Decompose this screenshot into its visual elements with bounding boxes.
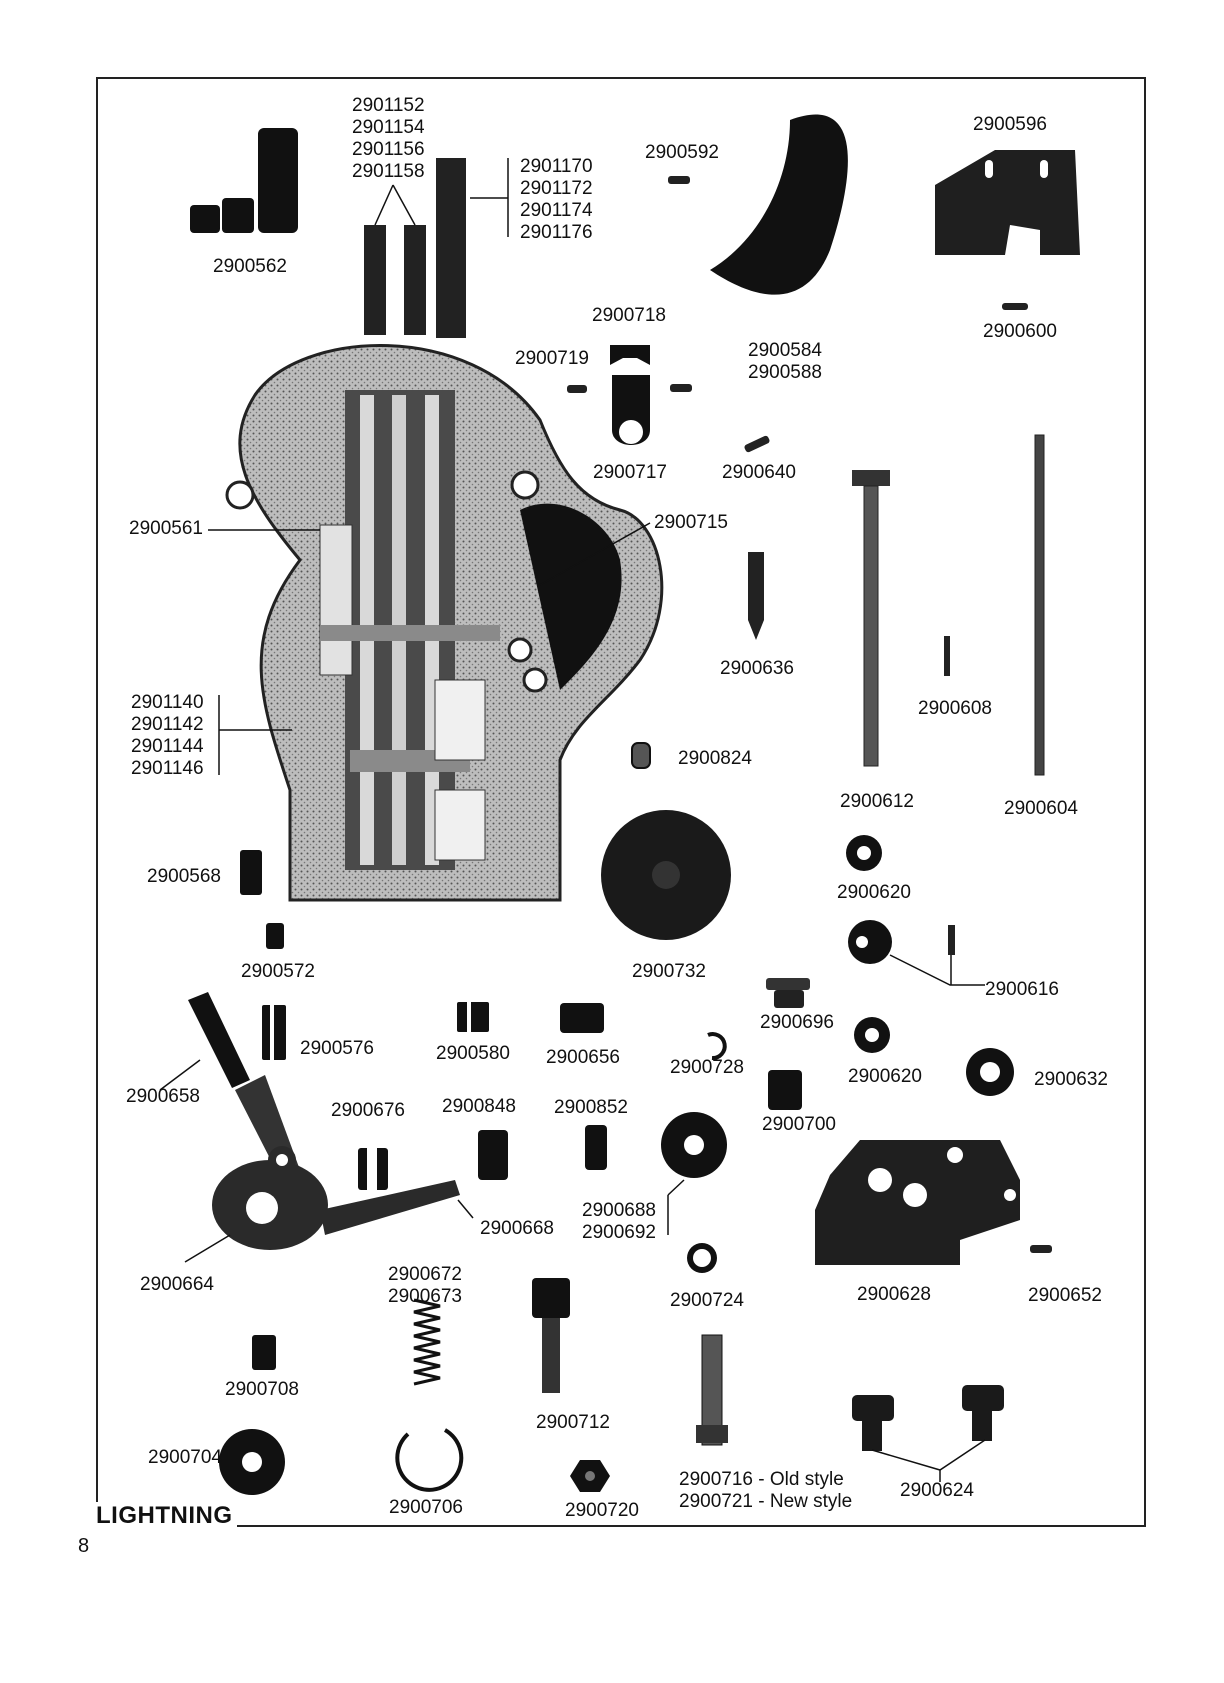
label-2900612: 2900612	[840, 791, 914, 812]
set-screw-part	[631, 742, 651, 769]
pointed-pin-part	[748, 552, 764, 640]
label-2900620-b: 2900620	[848, 1066, 922, 1087]
label-2900604: 2900604	[1004, 798, 1078, 819]
brand-logo: LIGHTNING	[96, 1502, 237, 1530]
label-2900696: 2900696	[760, 1012, 834, 1033]
label-2900596: 2900596	[973, 114, 1047, 135]
label-2900640: 2900640	[722, 462, 796, 483]
label-2900852: 2900852	[554, 1097, 628, 1118]
label-2900561: 2900561	[129, 518, 203, 539]
spring-part	[413, 1298, 441, 1386]
label-2901170-group: 2901170 2901172 2901174 2901176	[520, 156, 593, 243]
deflector-part	[710, 114, 848, 295]
gear-plate-part	[815, 1140, 1020, 1265]
stud-part	[696, 1334, 728, 1446]
e-clip-part	[707, 1032, 727, 1060]
label-2900600: 2900600	[983, 321, 1057, 342]
snap-ring-part	[395, 1428, 464, 1492]
label-2900708: 2900708	[225, 1379, 299, 1400]
label-2900584-group: 2900584 2900588	[748, 340, 822, 383]
idler-gears-part	[852, 1385, 1004, 1451]
latch-plate-part	[612, 375, 650, 445]
label-2900688-group: 2900688 2900692	[582, 1200, 656, 1243]
label-2900728: 2900728	[670, 1057, 744, 1078]
label-2900706: 2900706	[389, 1497, 463, 1518]
lever-arm-part	[188, 992, 460, 1250]
label-2900572: 2900572	[241, 961, 315, 982]
label-2900672-group: 2900672 2900673	[388, 1264, 462, 1307]
label-2901140-group: 2901140 2901142 2901144 2901146	[131, 692, 204, 779]
label-2900624: 2900624	[900, 1480, 974, 1501]
label-2900715: 2900715	[654, 512, 728, 533]
label-2900628: 2900628	[857, 1284, 931, 1305]
label-2900616: 2900616	[985, 979, 1059, 1000]
label-2900576: 2900576	[300, 1038, 374, 1059]
label-2900719: 2900719	[515, 348, 589, 369]
label-2900652: 2900652	[1028, 1285, 1102, 1306]
page-number: 8	[78, 1535, 90, 1557]
disc-part	[601, 810, 731, 940]
mounting-plate-part	[935, 150, 1080, 255]
label-2900724: 2900724	[670, 1290, 744, 1311]
roll-pin-part	[944, 636, 950, 676]
small-gear-part	[560, 1003, 604, 1033]
label-2900824: 2900824	[678, 748, 752, 769]
flange-cap-part	[766, 978, 810, 1008]
label-2900592: 2900592	[645, 142, 719, 163]
label-2900676: 2900676	[331, 1100, 405, 1121]
label-2900718: 2900718	[592, 305, 666, 326]
diagram-frame	[96, 77, 1146, 1527]
label-2900732: 2900732	[632, 961, 706, 982]
label-2900668: 2900668	[480, 1218, 554, 1239]
label-2900608: 2900608	[918, 698, 992, 719]
latch-block-part	[610, 345, 650, 365]
label-2900716-group: 2900716 - Old style 2900721 - New style	[679, 1469, 853, 1512]
long-rod-part	[1034, 434, 1045, 776]
label-2900712: 2900712	[536, 1412, 610, 1433]
label-2900636: 2900636	[720, 658, 794, 679]
label-2900568: 2900568	[147, 866, 221, 887]
label-2900700: 2900700	[762, 1114, 836, 1135]
label-2900704: 2900704	[148, 1447, 222, 1468]
label-2901152-group: 2901152 2901154 2901156 2901158	[352, 95, 425, 182]
label-2900580: 2900580	[436, 1043, 510, 1064]
gear-shaft-part	[852, 470, 890, 767]
bushing-set-part	[190, 128, 298, 233]
label-2900632: 2900632	[1034, 1069, 1108, 1090]
label-2900562: 2900562	[213, 256, 287, 277]
label-2900664: 2900664	[140, 1274, 214, 1295]
label-2900656: 2900656	[546, 1047, 620, 1068]
small-screws	[567, 176, 1052, 1253]
pinion-shaft-part	[532, 1278, 570, 1393]
label-2900720: 2900720	[565, 1500, 639, 1521]
main-frame-casting	[225, 344, 664, 902]
label-2900848: 2900848	[442, 1096, 516, 1117]
guide-rods-part	[364, 158, 466, 338]
label-2900658: 2900658	[126, 1086, 200, 1107]
label-2900620-a: 2900620	[837, 882, 911, 903]
label-2900717: 2900717	[593, 462, 667, 483]
